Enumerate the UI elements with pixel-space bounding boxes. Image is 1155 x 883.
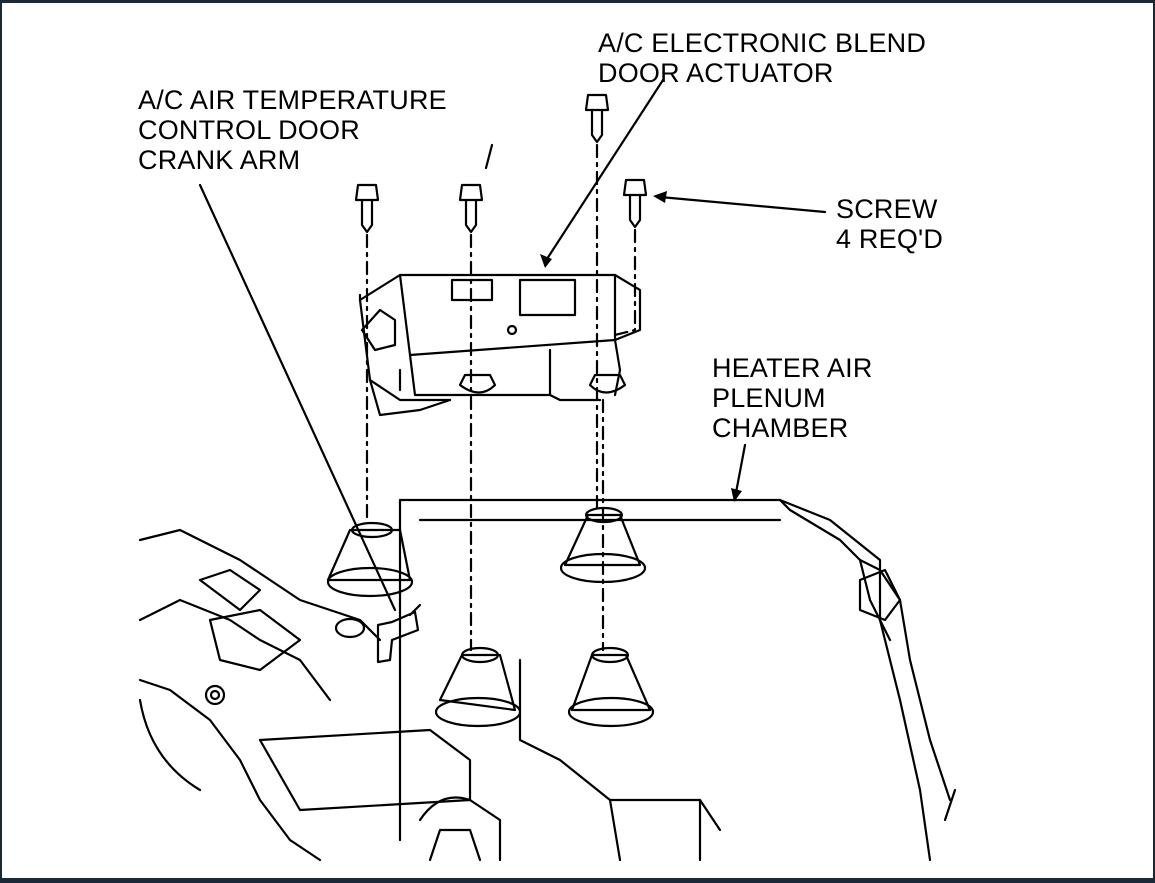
blend-door-actuator-drawing xyxy=(358,273,642,417)
heater-plenum-chamber-drawing xyxy=(398,498,952,862)
screw-label-line-1: SCREW xyxy=(836,194,938,224)
leader-arrowheads xyxy=(540,191,742,502)
crank-arm-label-line-3: CRANK ARM xyxy=(138,145,301,175)
screw-label-line-2: 4 REQ'D xyxy=(836,224,944,254)
crank-arm-drawing xyxy=(376,603,422,664)
left-housing-drawing xyxy=(138,528,502,862)
leader-lines xyxy=(198,78,957,822)
crank-arm-label-line-1: A/C AIR TEMPERATURE xyxy=(138,85,447,115)
blend-door-actuator-callout: A/C ELECTRONIC BLEND DOOR ACTUATOR xyxy=(598,28,926,88)
screw-callout: SCREW 4 REQ'D xyxy=(836,194,943,254)
plenum-label-line-2: PLENUM xyxy=(712,383,826,413)
mounting-boss-center xyxy=(434,646,522,728)
blend-door-actuator-label-line-2: DOOR ACTUATOR xyxy=(598,58,834,88)
mounting-boss-lower-right xyxy=(567,646,655,728)
crank-arm-callout: A/C AIR TEMPERATURE CONTROL DOOR CRANK A… xyxy=(138,85,447,175)
alignment-lines xyxy=(365,143,637,652)
plenum-label-line-3: CHAMBER xyxy=(712,413,849,443)
plenum-label-line-1: HEATER AIR xyxy=(712,353,873,383)
crank-arm-label-line-2: CONTROL DOOR xyxy=(138,115,360,145)
screw-4 xyxy=(622,178,648,229)
blend-door-actuator-label-line-1: A/C ELECTRONIC BLEND xyxy=(598,28,927,58)
screw-1 xyxy=(354,183,380,234)
mounting-boss-left xyxy=(326,521,414,598)
screw-2 xyxy=(458,183,484,234)
plenum-chamber-callout: HEATER AIR PLENUM CHAMBER xyxy=(712,353,873,443)
screw-3 xyxy=(584,93,610,144)
